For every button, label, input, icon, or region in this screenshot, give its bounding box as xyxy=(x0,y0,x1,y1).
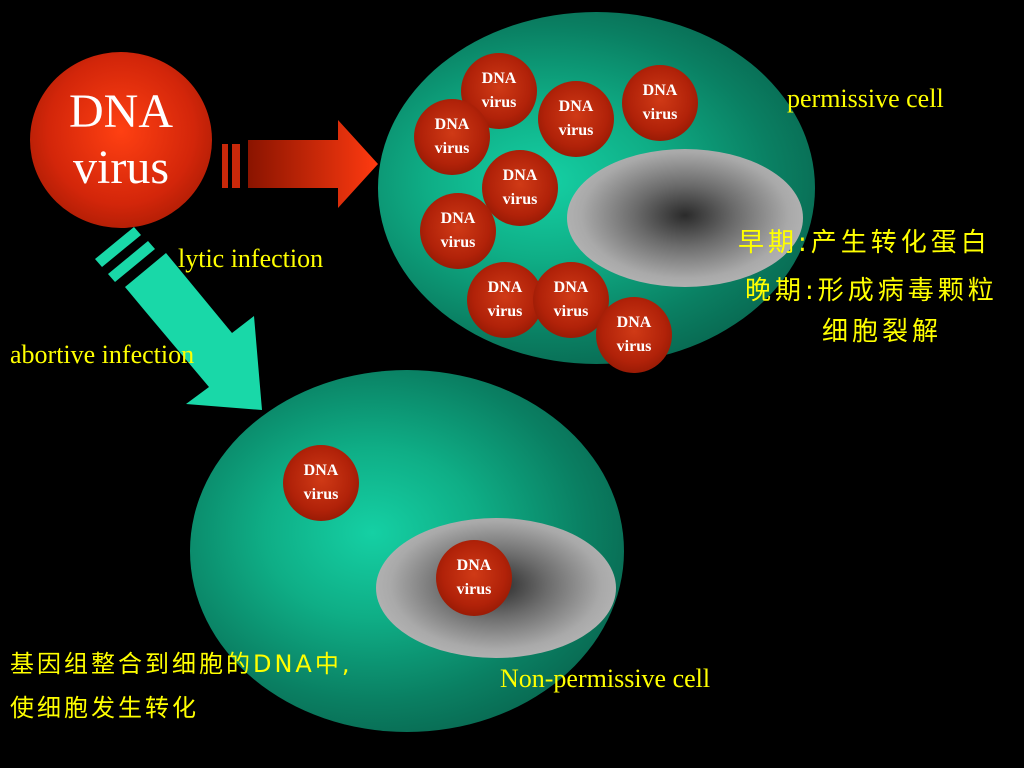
virus-label-line1: DNA xyxy=(69,85,173,138)
virus-label-line2: virus xyxy=(553,303,589,320)
abortive-arrow xyxy=(95,227,262,410)
virus-label-line1: DNA xyxy=(481,70,517,87)
virus-label-line2: virus xyxy=(303,486,339,503)
virus-label-line1: DNA xyxy=(558,98,594,115)
virus-label-line2: virus xyxy=(616,338,652,355)
dna-virus-particle: DNA virus xyxy=(622,65,698,141)
virus-label-line2: virus xyxy=(642,106,678,123)
virus-label-line1: DNA xyxy=(616,314,652,331)
virus-label-line1: DNA xyxy=(303,462,339,479)
virus-label-line2: virus xyxy=(440,234,476,251)
virus-label-line1: DNA xyxy=(642,82,678,99)
virus-label-line2: virus xyxy=(487,303,523,320)
virus-label-line1: DNA xyxy=(456,557,492,574)
dna-virus-particle: DNA virus xyxy=(538,81,614,157)
permissive-cell-nucleus xyxy=(567,149,803,287)
dna-virus-particle: DNA virus xyxy=(596,297,672,373)
early-phase-text: 早期:产生转化蛋白 xyxy=(738,228,991,258)
dna-virus-particle: DNA virus xyxy=(414,99,490,175)
abortive-infection-label: abortive infection xyxy=(10,340,195,369)
virus-label-line1: DNA xyxy=(502,167,538,184)
virus-label-line2: virus xyxy=(73,141,169,194)
virus-label-line1: DNA xyxy=(553,279,589,296)
virus-label-line2: virus xyxy=(434,140,470,157)
virus-label-line1: DNA xyxy=(440,210,476,227)
dna-virus-particle: DNA virus xyxy=(420,193,496,269)
lytic-infection-label: lytic infection xyxy=(178,244,324,273)
virus-label-line2: virus xyxy=(502,191,538,208)
dna-virus-particle: DNA virus xyxy=(482,150,558,226)
dna-virus-particle: DNA virus xyxy=(283,445,359,521)
late-phase-text: 晚期:形成病毒颗粒 xyxy=(745,276,998,306)
dna-virus-large: DNA virus xyxy=(30,52,212,228)
virus-label-line2: virus xyxy=(558,122,594,139)
integration-text-line2: 使细胞发生转化 xyxy=(10,694,199,722)
dna-virus-integrated: DNA virus xyxy=(436,540,512,616)
virus-label-line2: virus xyxy=(481,94,517,111)
virus-label-line1: DNA xyxy=(487,279,523,296)
integration-text-line1: 基因组整合到细胞的DNA中, xyxy=(10,650,353,678)
virus-label-line2: virus xyxy=(456,581,492,598)
cell-lysis-text: 细胞裂解 xyxy=(822,317,943,347)
lytic-arrow xyxy=(222,120,378,208)
non-permissive-cell-label: Non-permissive cell xyxy=(500,664,711,693)
permissive-cell-label: permissive cell xyxy=(787,84,944,113)
dna-virus-particle: DNA virus xyxy=(467,262,543,338)
virus-label-line1: DNA xyxy=(434,116,470,133)
dna-virus-particle: DNA virus xyxy=(461,53,537,129)
